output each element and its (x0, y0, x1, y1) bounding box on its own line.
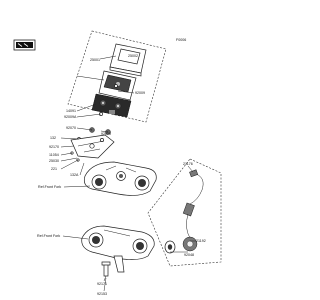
ref-front-fork-upper: Ref.Front Fork (38, 185, 61, 189)
part-label-132: 132 (50, 136, 56, 140)
parts-diagram: F0006 (13, 30, 222, 296)
part-label-92009: 92009 (135, 91, 145, 95)
ref-front-fork-lower: Ref.Front Fork (37, 234, 60, 238)
part-label-132a: 132A (70, 173, 79, 177)
meter-bracket-part (70, 134, 115, 159)
bolt-part (101, 261, 111, 277)
part-label-92070-left: 92070 (66, 126, 76, 130)
part-label-25002: 25002 (128, 54, 138, 58)
sensor-group-frame (147, 158, 222, 267)
brand-logo (13, 39, 36, 51)
part-label-25030: 25030 (49, 159, 59, 163)
page-code: F0006 (176, 38, 186, 42)
part-label-221: 221 (51, 167, 57, 171)
lower-bracket-part (81, 225, 155, 273)
part-label-92153: 92153 (97, 292, 107, 296)
part-label-14091: 14091 (66, 109, 76, 113)
part-label-21176: 21176 (183, 162, 193, 166)
meter-group-frame (67, 30, 167, 123)
part-label-92009a: 92009A (64, 115, 77, 119)
part-label-25001: 25001 (90, 58, 100, 62)
upper-bracket-part (83, 161, 157, 196)
part-label-92048: 92048 (184, 253, 194, 257)
part-label-92171: 92171 (97, 282, 107, 286)
leader-lines (60, 55, 196, 292)
speed-sensor-part (164, 169, 204, 254)
meter-cover-part (109, 43, 147, 77)
part-label-11054: 11054 (49, 153, 59, 157)
meter-case-part (91, 93, 132, 118)
part-label-92070-right: 92070 (101, 132, 111, 136)
part-label-92170: 92170 (49, 145, 59, 149)
part-label-21192: 21192 (196, 239, 206, 243)
